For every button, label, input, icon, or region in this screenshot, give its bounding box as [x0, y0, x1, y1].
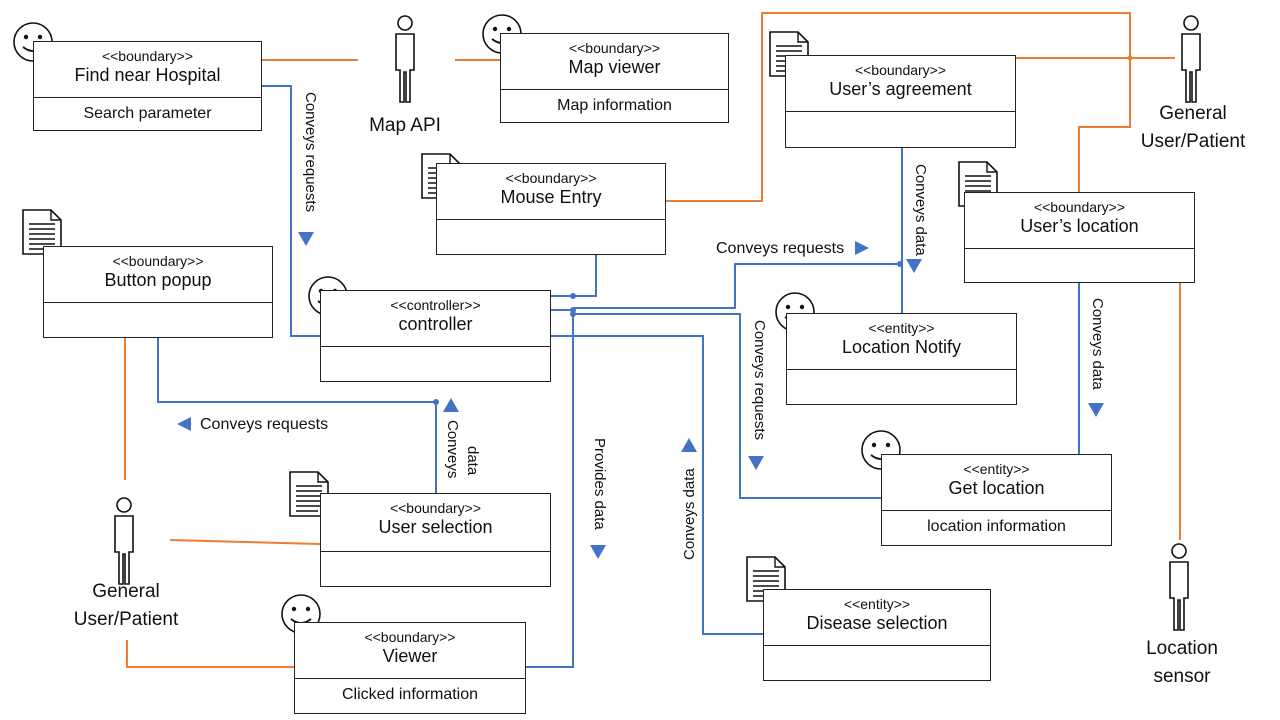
users-agreement-box: <<boundary>>User’s agreement [785, 55, 1016, 148]
flow-label-vertical: Conveys requests [302, 92, 319, 213]
find-hospital-box: <<boundary>>Find near Hospital Search pa… [33, 41, 262, 131]
box-name: Location Notify [841, 337, 962, 357]
map-viewer-box: <<boundary>>Map viewer Map information [500, 33, 729, 123]
flow-label: Conveys requests [200, 416, 329, 433]
line-location-user [1078, 58, 1131, 192]
arrow-down-4 [1088, 403, 1104, 417]
actor-label-line: User/Patient [73, 609, 179, 630]
orange-associations [124, 12, 1181, 668]
actor-label-location-sensor: Location sensor [1132, 635, 1232, 691]
flow-label-vertical: Conveys data [912, 164, 929, 256]
box-attribute: Search parameter [83, 105, 212, 122]
users-location-box: <<boundary>>User’s location [964, 192, 1195, 283]
flow-controller-notify [573, 263, 900, 309]
box-stereotype: <<boundary>> [112, 253, 204, 269]
flow-label-vertical: Provides data [591, 438, 608, 530]
arrow-right-1 [855, 241, 869, 255]
actor-figure-icon [1169, 543, 1189, 631]
box-name: User’s agreement [829, 79, 972, 99]
actor-figure-icon [1181, 15, 1201, 103]
arrow-down-5 [590, 545, 606, 559]
flow-label-vertical: Conveys [444, 420, 461, 479]
box-name: Mouse Entry [500, 187, 602, 207]
arrow-up-2 [681, 438, 697, 452]
get-location-box: <<entity>>Get location location informat… [881, 454, 1112, 546]
actor-label-line: General [92, 581, 160, 602]
box-stereotype: <<boundary>> [505, 170, 597, 186]
box-name: Find near Hospital [74, 65, 221, 85]
line-user-selection [169, 539, 321, 545]
button-popup-box: <<boundary>>Button popup [43, 246, 273, 338]
box-stereotype: <<boundary>> [101, 48, 194, 64]
flow-popup-selection [157, 338, 437, 493]
flow-label: Conveys requests [716, 240, 845, 257]
flow-mouseentry-controller [551, 255, 597, 297]
box-stereotype: <<entity>> [868, 320, 935, 336]
box-stereotype: <<entity>> [963, 461, 1030, 477]
box-attribute: Map information [557, 97, 672, 114]
box-name: Map viewer [568, 57, 661, 77]
actor-figure-icon [395, 15, 415, 103]
box-attribute: location information [927, 518, 1066, 535]
box-stereotype: <<boundary>> [364, 629, 456, 645]
flow-controller-viewer [526, 309, 574, 668]
flow-controller-disease [551, 335, 763, 635]
flow-label-vertical: Conveys data [681, 468, 698, 560]
user-selection-box: <<boundary>>User selection [320, 493, 551, 587]
actor-label-line: sensor [1153, 666, 1211, 687]
arrow-down-1 [298, 232, 314, 246]
arrow-left-1 [177, 417, 191, 431]
actor-label-general-user-left: General User/Patient [61, 578, 191, 634]
box-name: User’s location [1020, 216, 1139, 236]
box-name: User selection [378, 517, 493, 537]
blue-flows [157, 85, 1080, 668]
box-stereotype: <<entity>> [843, 596, 911, 612]
arrow-down-3 [748, 456, 764, 470]
actor-figure-icon [114, 497, 134, 585]
box-name: Button popup [104, 270, 212, 290]
actor-label-general-user-top: General User/Patient [1128, 100, 1258, 156]
box-stereotype: <<boundary>> [389, 500, 482, 516]
document-icon [289, 471, 329, 517]
box-stereotype: <<controller>> [390, 297, 481, 313]
box-stereotype: <<boundary>> [854, 62, 947, 78]
arrow-down-2 [906, 259, 922, 273]
line-user-viewer [126, 640, 294, 668]
actor-label-map-api: Map API [369, 115, 441, 136]
box-stereotype: <<boundary>> [1033, 199, 1126, 215]
box-name: Viewer [382, 646, 438, 666]
location-notify-box: <<entity>>Location Notify [786, 313, 1017, 405]
box-stereotype: <<boundary>> [568, 40, 661, 56]
direction-arrows [177, 232, 1104, 559]
actor-label-line: Location [1146, 638, 1218, 659]
box-name: controller [398, 314, 473, 334]
actor-label-line: User/Patient [1140, 131, 1246, 152]
mouse-entry-box: <<boundary>>Mouse Entry [436, 163, 666, 255]
viewer-box: <<boundary>>Viewer Clicked information [294, 622, 526, 714]
arrow-up-1 [443, 398, 459, 412]
box-attribute: Clicked information [341, 686, 479, 703]
box-name: Disease selection [806, 613, 948, 633]
box-name: Get location [948, 478, 1045, 498]
flow-findhospital-controller [262, 85, 320, 337]
disease-selection-box: <<entity>>Disease selection [763, 589, 991, 681]
line-mouseentry-user [666, 12, 1131, 202]
flow-controller-getlocation [573, 313, 882, 499]
flow-label-vertical: Conveys data [1089, 298, 1106, 390]
actor-label-line: General [1159, 103, 1227, 124]
flow-label-vertical: Conveys requests [751, 320, 768, 441]
flow-label-vertical: data [464, 446, 481, 476]
controller-box: <<controller>>controller [320, 290, 551, 382]
